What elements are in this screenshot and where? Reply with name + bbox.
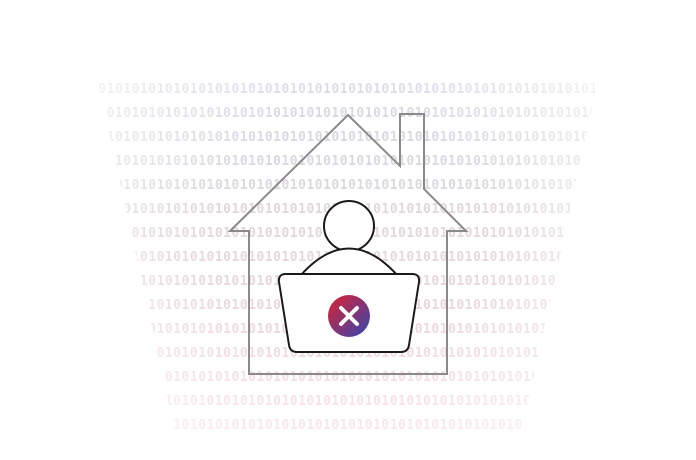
- error-x-icon: [328, 295, 370, 337]
- binary-code-row: 0101010101010101010101010101010101010101…: [40, 394, 657, 409]
- binary-code-row: 0101010101010101010101010101010101010101…: [40, 106, 657, 121]
- error-x-mark: [339, 306, 359, 326]
- binary-code-row: 0101010101010101010101010101010101010101…: [40, 154, 657, 169]
- binary-code-row: 1010101010101010101010101010101010101010…: [40, 418, 657, 433]
- binary-code-row: 1010101010101010101010101010101010101010…: [40, 178, 657, 193]
- binary-code-row: 1010101010101010101010101010101010101010…: [40, 82, 657, 97]
- binary-code-row: 1010101010101010101010101010101010101010…: [40, 370, 657, 385]
- person-head: [323, 200, 375, 252]
- person-at-laptop-icon: [277, 200, 421, 353]
- house-outline-icon: [227, 113, 469, 375]
- binary-code-row: 0101010101010101010101010101010101010101…: [40, 346, 657, 361]
- person-shoulders: [299, 247, 399, 277]
- binary-code-row: 1010101010101010101010101010101010101010…: [40, 130, 657, 145]
